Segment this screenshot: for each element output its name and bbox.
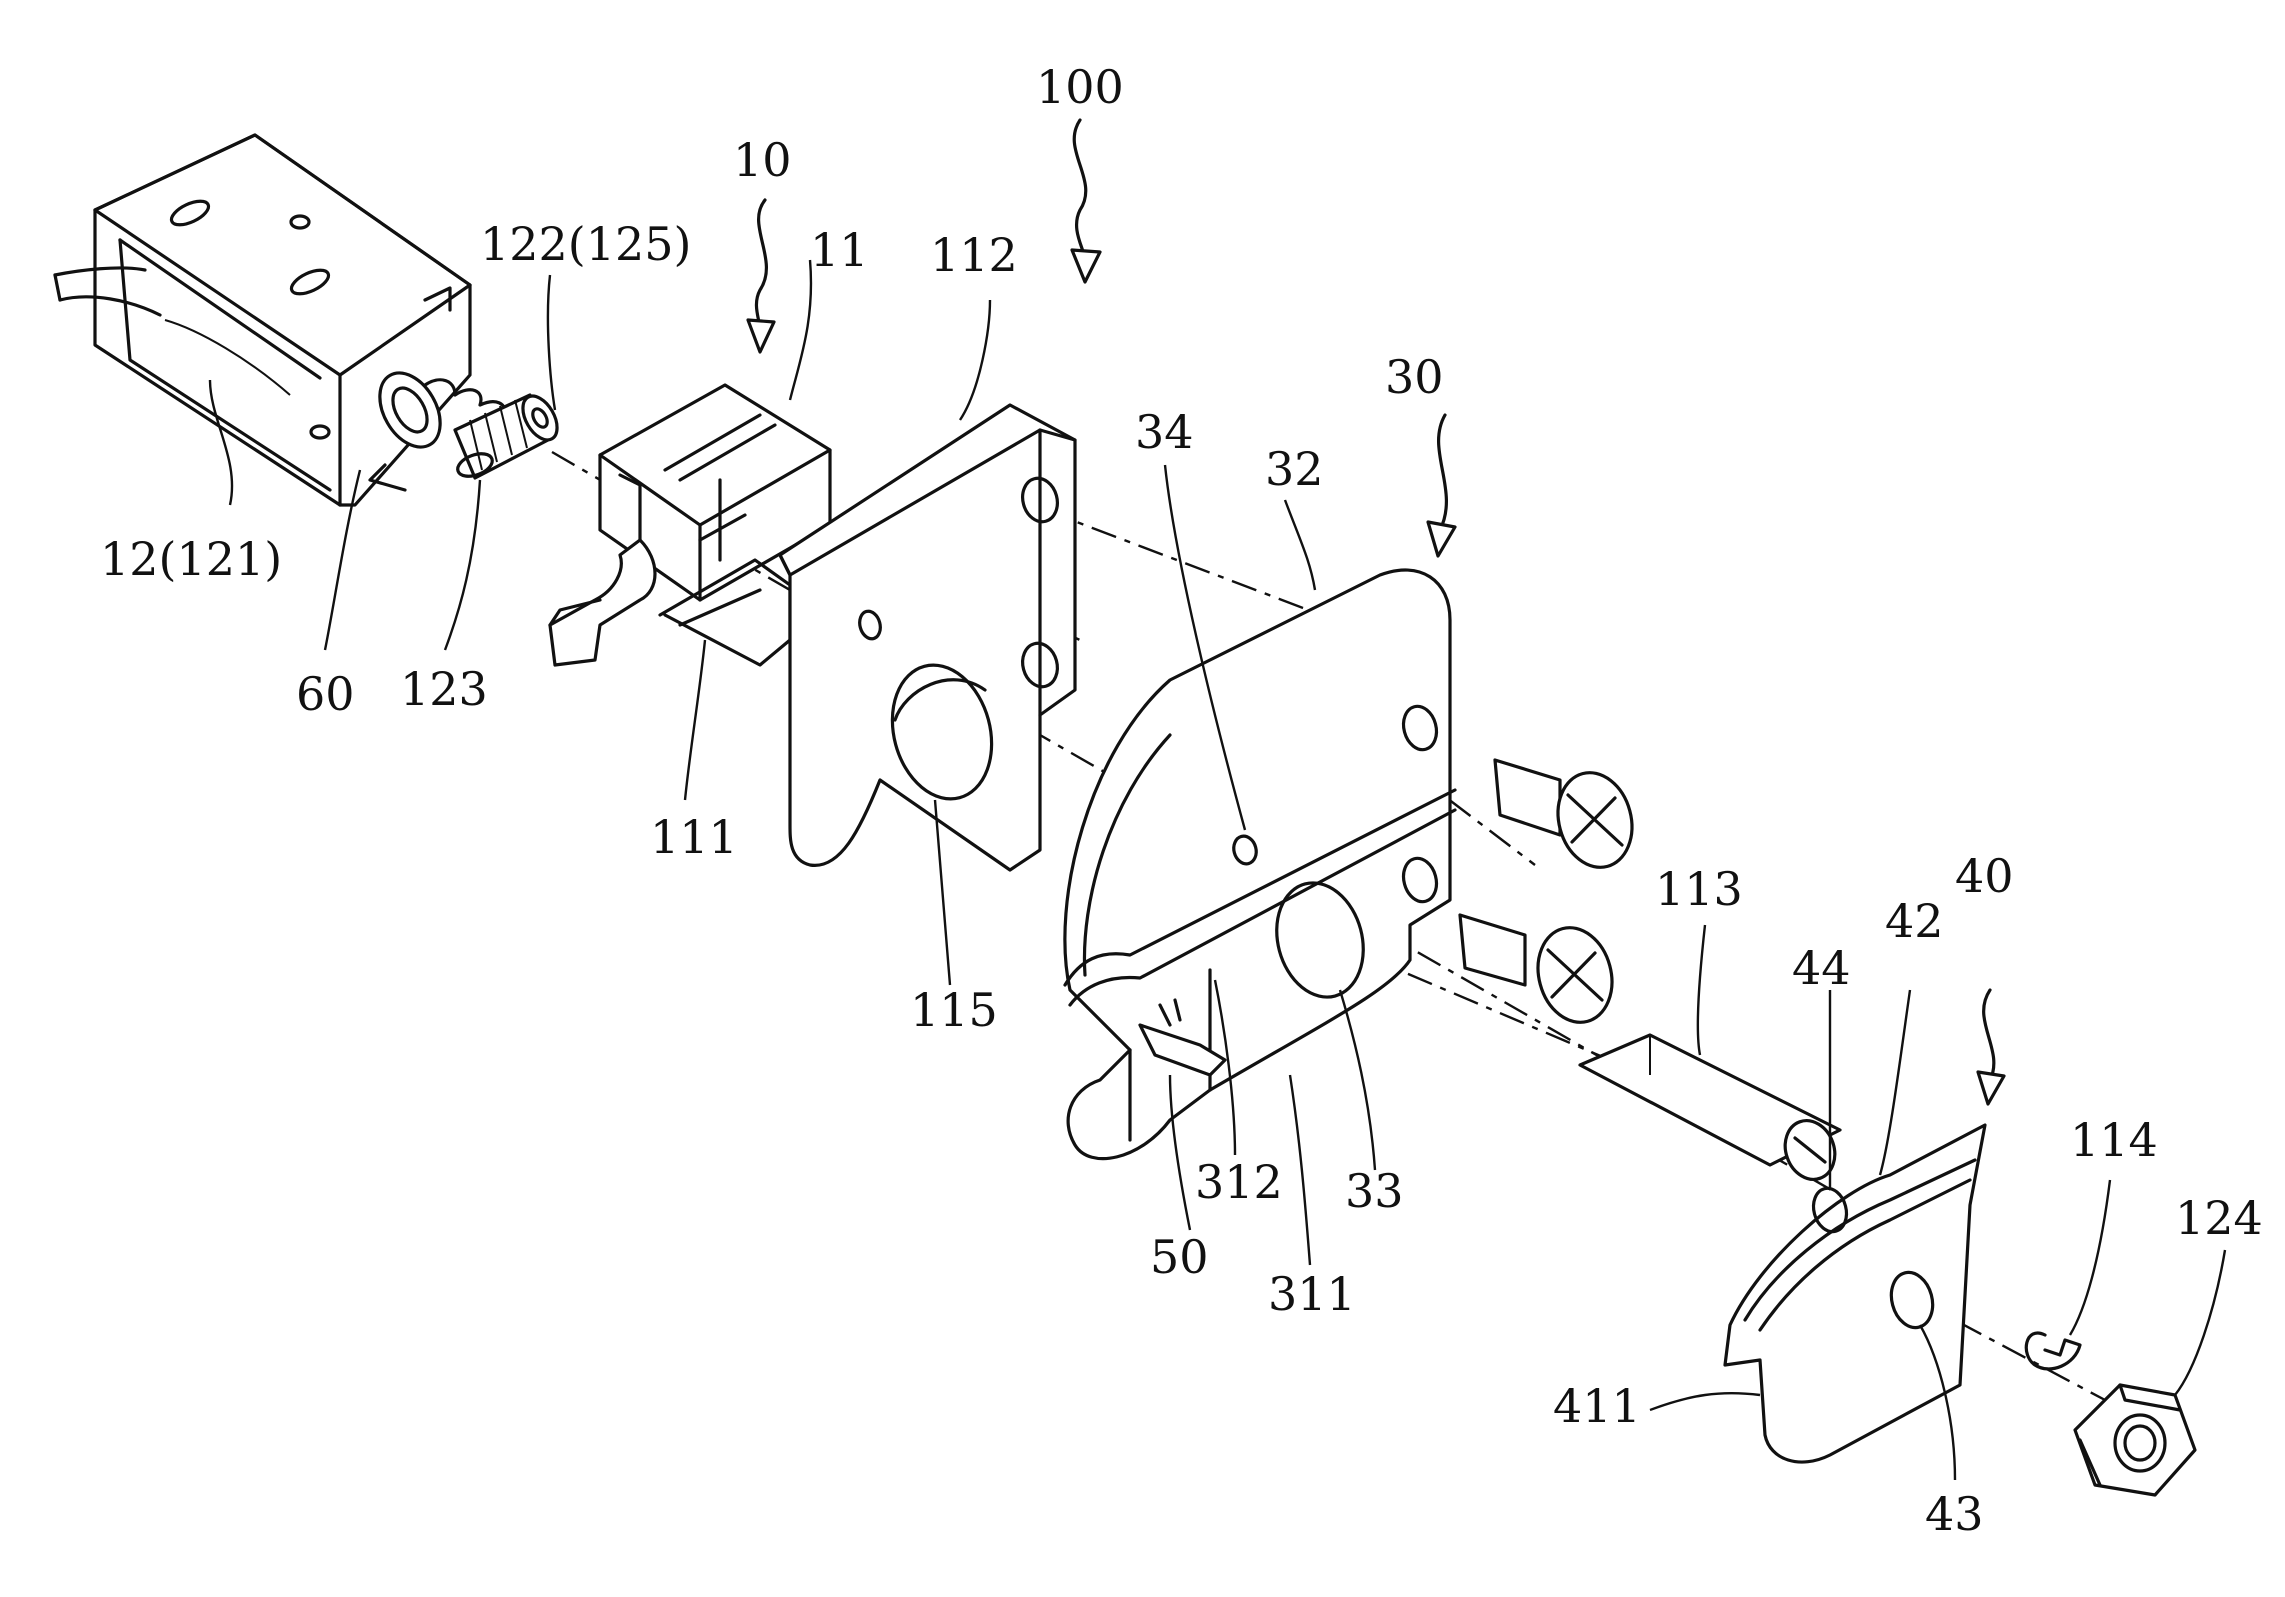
label-311: 311 bbox=[1268, 1267, 1356, 1321]
label-312: 312 bbox=[1195, 1155, 1283, 1209]
hex-nut bbox=[2075, 1385, 2195, 1495]
label-10: 10 bbox=[733, 133, 792, 187]
end-plate bbox=[1725, 1125, 1985, 1462]
label-42: 42 bbox=[1885, 894, 1944, 948]
screw-lower bbox=[1460, 915, 1622, 1031]
label-33: 33 bbox=[1345, 1164, 1404, 1218]
label-60: 60 bbox=[296, 667, 355, 721]
screw-upper bbox=[1495, 760, 1642, 876]
label-122-125: 122(125) bbox=[480, 217, 692, 271]
label-123: 123 bbox=[400, 662, 488, 716]
cover-bracket bbox=[1065, 570, 1455, 1159]
label-111: 111 bbox=[650, 810, 738, 864]
label-411: 411 bbox=[1553, 1379, 1641, 1433]
label-112: 112 bbox=[930, 228, 1018, 282]
pin-shaft bbox=[1580, 1035, 1843, 1186]
label-11: 11 bbox=[810, 223, 869, 277]
solenoid-coil-frame bbox=[55, 135, 470, 505]
label-114: 114 bbox=[2070, 1113, 2158, 1167]
label-100: 100 bbox=[1036, 60, 1124, 114]
label-124: 124 bbox=[2175, 1191, 2263, 1245]
label-40: 40 bbox=[1955, 849, 2014, 903]
label-50: 50 bbox=[1150, 1230, 1209, 1284]
base-frame bbox=[550, 385, 1075, 870]
label-30: 30 bbox=[1385, 350, 1444, 404]
label-32: 32 bbox=[1265, 442, 1324, 496]
label-113: 113 bbox=[1655, 862, 1743, 916]
label-44: 44 bbox=[1792, 941, 1851, 995]
label-12-121: 12(121) bbox=[100, 532, 282, 586]
label-115: 115 bbox=[910, 983, 998, 1037]
e-clip bbox=[2026, 1333, 2080, 1369]
label-43: 43 bbox=[1925, 1487, 1984, 1541]
label-34: 34 bbox=[1135, 405, 1194, 459]
